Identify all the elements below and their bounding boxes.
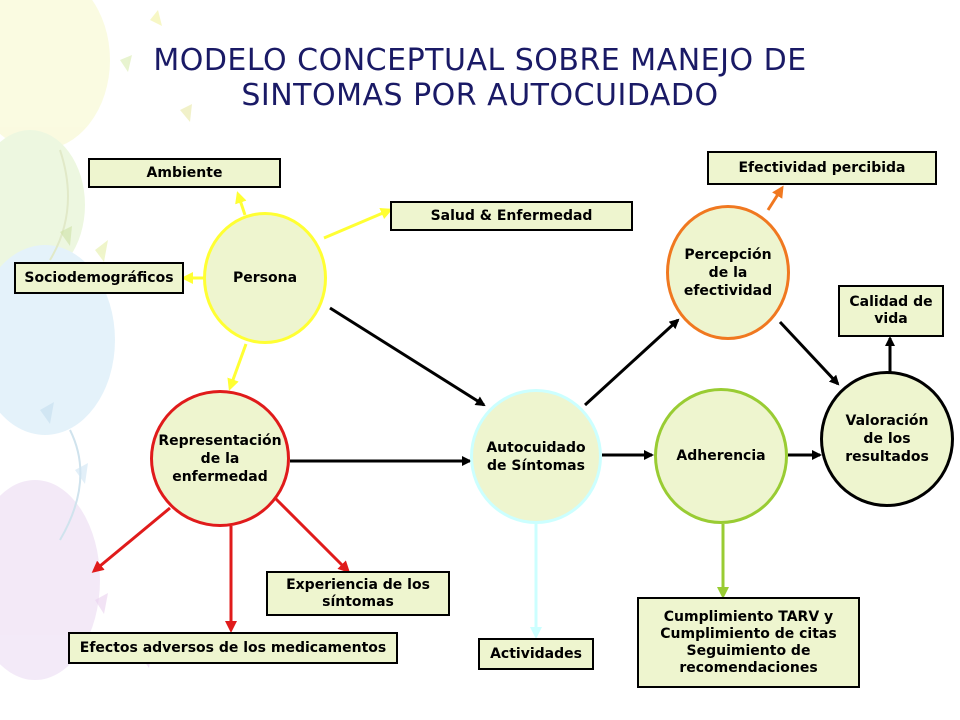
box-ambiente: Ambiente	[88, 158, 281, 188]
arrow-autocuidado-percepcion	[583, 318, 680, 407]
arrow-persona-salud	[323, 207, 393, 240]
arrow-percepcion-valoracion	[778, 320, 840, 386]
node-persona: Persona	[203, 212, 327, 344]
box-actividades: Actividades	[478, 638, 594, 670]
arrow-persona-ambiente	[235, 191, 247, 216]
page-title-line-2: SINTOMAS POR AUTOCUIDADO	[241, 78, 719, 113]
arrow-percepcion-efectividad	[766, 185, 784, 211]
arrow-representacion-experiencia	[273, 496, 351, 574]
arrow-persona-autocuidado	[329, 306, 486, 407]
box-salud-enfermedad: Salud & Enfermedad	[390, 201, 633, 231]
arrow-representacion-left	[91, 506, 171, 573]
node-autocuidado-sintomas: Autocuidado de Síntomas	[470, 389, 602, 524]
box-cumplimiento: Cumplimiento TARV y Cumplimiento de cita…	[637, 597, 860, 688]
node-percepcion-efectividad: Percepción de la efectividad	[666, 205, 790, 340]
node-representacion-enfermedad: Representación de la enfermedad	[150, 390, 290, 527]
box-efectividad-percibida: Efectividad percibida	[707, 151, 937, 185]
box-calidad-de-vida: Calidad de vida	[838, 285, 944, 337]
node-adherencia: Adherencia	[654, 388, 788, 524]
arrow-persona-representacion	[227, 343, 248, 391]
page-title-line-1: MODELO CONCEPTUAL SOBRE MANEJO DE	[153, 43, 807, 78]
box-efectos-adversos: Efectos adversos de los medicamentos	[68, 632, 398, 664]
node-valoracion-resultados: Valoración de los resultados	[820, 371, 954, 507]
box-sociodemograficos: Sociodemográficos	[14, 262, 184, 294]
box-experiencia-sintomas: Experiencia de los síntomas	[266, 571, 450, 616]
